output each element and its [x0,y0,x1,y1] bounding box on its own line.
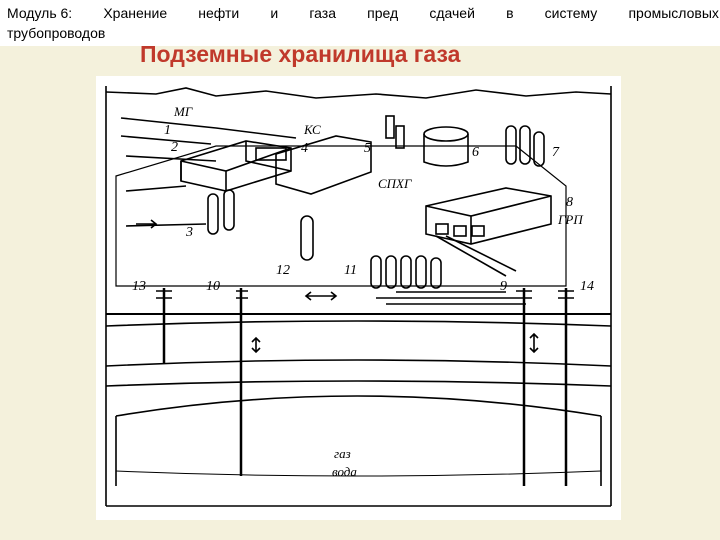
callout-3: 3 [185,225,193,240]
header-word: систему [545,5,598,21]
label-ks: КС [303,122,321,137]
callout-11: 11 [344,263,357,278]
callout-9: 9 [500,279,507,294]
header-word: Хранение [103,5,167,21]
diagram-svg: 1 2 3 4 5 6 7 8 9 10 11 12 13 14 МГ КС С… [96,76,621,520]
callout-2: 2 [171,140,178,155]
terrain-line [106,88,611,98]
slide-header: Модуль 6: Хранение нефти и газа пред сда… [0,0,720,46]
callout-10: 10 [206,279,220,294]
header-word: газа [309,5,336,21]
gas-storage-diagram: 1 2 3 4 5 6 7 8 9 10 11 12 13 14 МГ КС С… [96,76,621,520]
header-word: и [270,5,278,21]
callout-4: 4 [301,141,308,156]
header-title-continuation: трубопроводов [7,25,105,41]
header-word: нефти [198,5,239,21]
callout-8: 8 [566,195,573,210]
header-title-line: Модуль 6: Хранение нефти и газа пред сда… [7,5,719,21]
callout-7: 7 [552,145,560,160]
header-word: Модуль 6: [7,5,72,21]
label-gaz: газ [334,446,351,461]
label-sphg: СПХГ [378,176,412,191]
header-word: промысловых [628,5,718,21]
slide-subtitle: Подземные хранилища газа [140,41,460,68]
callout-5: 5 [364,141,371,156]
callout-13: 13 [132,279,146,294]
header-word: в [506,5,513,21]
header-word: пред [367,5,398,21]
callout-6: 6 [472,145,479,160]
callout-12: 12 [276,263,290,278]
label-mg: МГ [173,104,193,119]
callout-14: 14 [580,279,594,294]
header-word: сдачей [429,5,475,21]
label-voda: вода [332,464,357,479]
callout-1: 1 [164,123,171,138]
label-grp: ГРП [557,212,584,227]
